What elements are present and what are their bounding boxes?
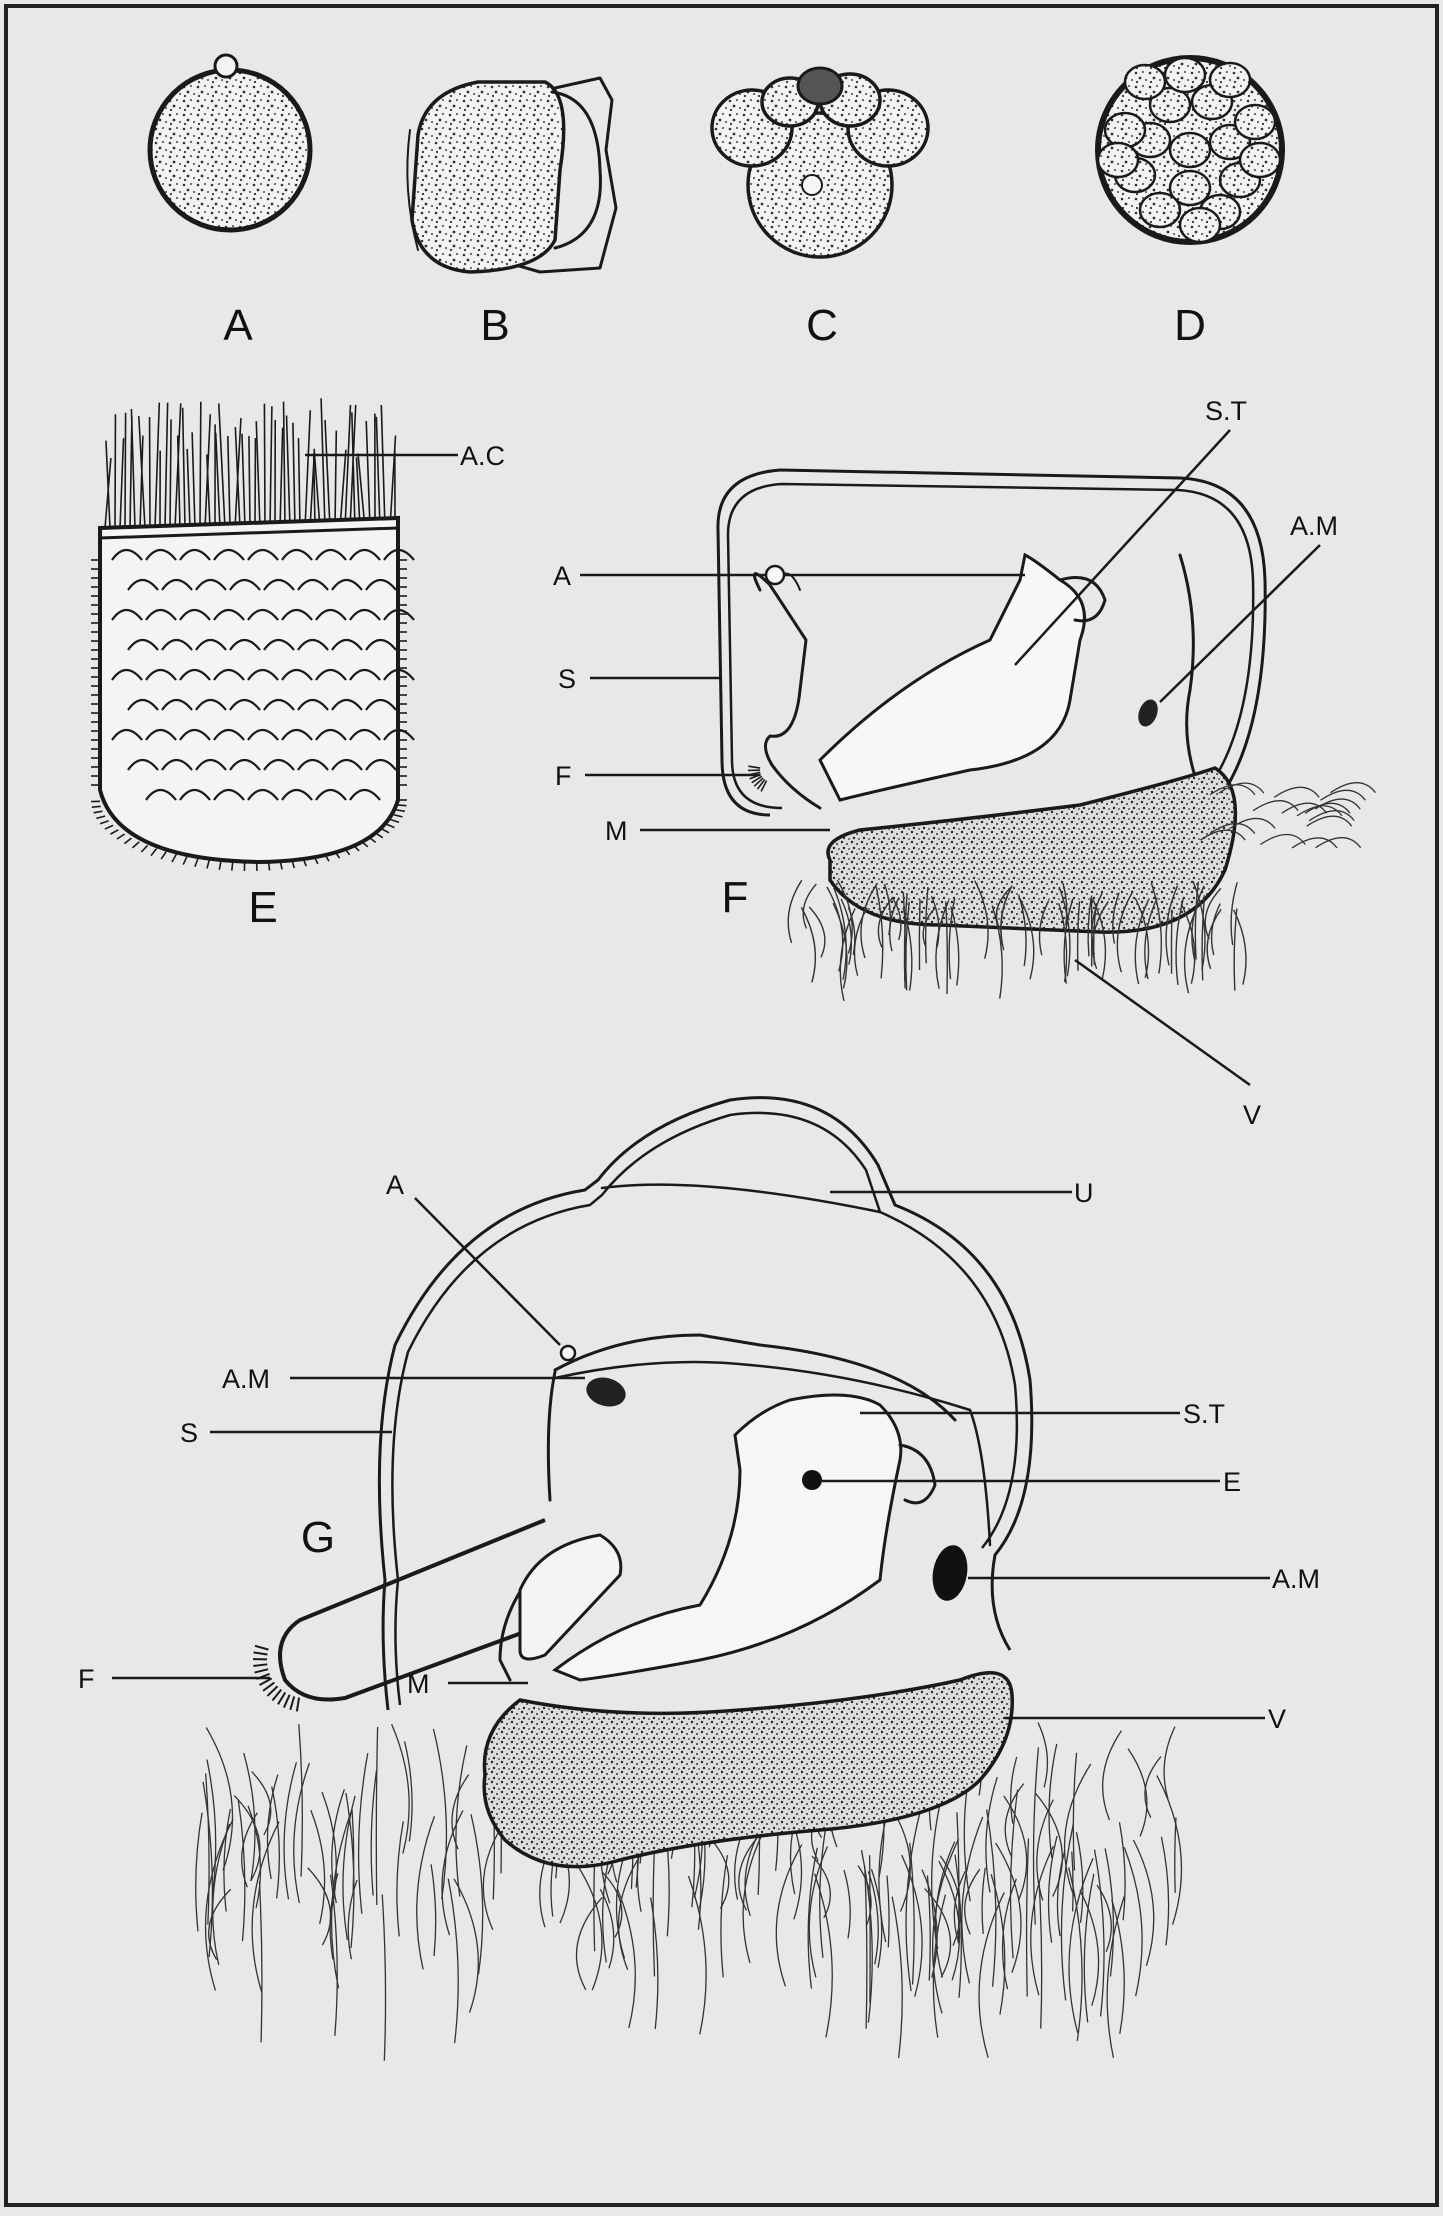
label-g-adductor-right: A.M [1272,1564,1320,1594]
plate-border [6,6,1437,2205]
label-g-stomach: S.T [1183,1399,1225,1429]
label-apical-cilia: A.C [460,441,505,471]
label-g-umbo: U [1074,1178,1094,1208]
label-f-stomach: S.T [1205,396,1247,426]
label-f-velum: V [1243,1100,1261,1130]
veliger-f-drawing [718,470,1375,1001]
label-g-adductor-left: A.M [222,1364,270,1394]
leader-f-st [1015,430,1230,665]
label-g-shell: S [180,1418,198,1448]
label-g-anus: A [386,1170,404,1200]
panel-label-d: D [1174,301,1206,350]
leader-f-v [1075,960,1250,1085]
two-cell-stage-b-drawing [407,78,616,272]
panel-label-g: G [301,1513,335,1562]
label-g-velum: V [1268,1704,1286,1734]
label-f-shell: S [558,664,576,694]
panel-label-e: E [248,883,277,932]
trochophore-e-drawing [91,398,414,871]
label-f-anus: A [553,561,571,591]
morula-stage-d-drawing [1098,58,1282,242]
panel-label-f: F [722,873,749,922]
label-f-foot: F [555,761,572,791]
label-g-mouth: M [407,1669,430,1699]
label-f-mouth: M [605,816,628,846]
egg-stage-a-drawing [150,55,310,230]
panel-label-b: B [480,301,509,350]
label-f-adductor: A.M [1290,511,1338,541]
label-g-eye: E [1223,1467,1241,1497]
label-g-foot: F [78,1664,95,1694]
panel-label-a: A [223,301,253,350]
panel-label-c: C [806,301,838,350]
cleavage-stage-c-drawing [712,68,928,257]
